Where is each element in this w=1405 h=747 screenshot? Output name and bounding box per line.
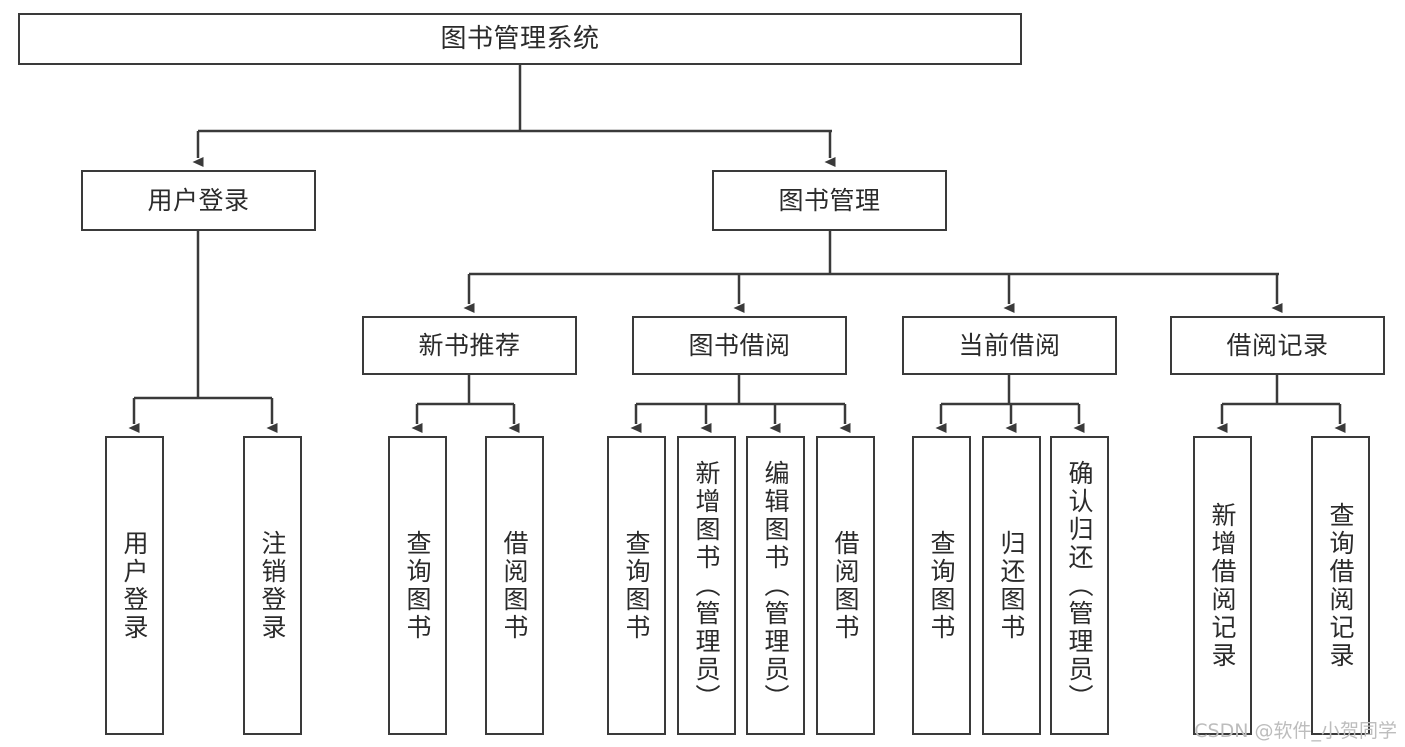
- node-leaf-return-book[interactable]: 归还图书: [982, 436, 1041, 735]
- node-label: 查询图书: [403, 529, 432, 642]
- watermark-text: CSDN @软件_小贺同学: [1194, 720, 1397, 742]
- node-label: 查询图书: [927, 529, 956, 642]
- node-leaf-user-login[interactable]: 用户登录: [105, 436, 164, 735]
- node-user-login[interactable]: 用户登录: [81, 170, 316, 231]
- node-label: 借阅记录: [1226, 330, 1329, 360]
- node-leaf-query-book-current[interactable]: 查询图书: [912, 436, 971, 735]
- node-label: 注销登录: [258, 529, 287, 642]
- node-label: 新书推荐: [418, 330, 521, 360]
- node-label: 确认归还（管理员）: [1065, 459, 1094, 712]
- node-leaf-add-borrow-record[interactable]: 新增借阅记录: [1193, 436, 1252, 735]
- node-borrowing-records[interactable]: 借阅记录: [1170, 316, 1385, 375]
- edge-book-mgmt-to-level3: [463, 231, 1283, 313]
- node-leaf-borrow-book-newbook[interactable]: 借阅图书: [485, 436, 544, 735]
- node-label: 归还图书: [997, 529, 1026, 642]
- edge-current-to-leaves: [935, 375, 1085, 433]
- node-label: 新增图书（管理员）: [692, 459, 721, 712]
- edge-new-book-to-leaves: [411, 375, 520, 433]
- node-label: 编辑图书（管理员）: [761, 459, 790, 712]
- node-new-book-recommendation[interactable]: 新书推荐: [362, 316, 577, 375]
- node-leaf-borrow-book[interactable]: 借阅图书: [816, 436, 875, 735]
- node-label: 新增借阅记录: [1208, 501, 1237, 670]
- node-label: 查询借阅记录: [1326, 501, 1355, 670]
- edge-records-to-leaves: [1216, 375, 1346, 433]
- node-root-book-management-system[interactable]: 图书管理系统: [18, 13, 1022, 65]
- node-label: 用户登录: [120, 529, 149, 642]
- edge-root-to-level2: [192, 65, 836, 167]
- node-label: 图书借阅: [688, 330, 791, 360]
- node-label: 借阅图书: [831, 529, 860, 642]
- node-leaf-query-book-newbook[interactable]: 查询图书: [388, 436, 447, 735]
- node-leaf-query-book-borrow[interactable]: 查询图书: [607, 436, 666, 735]
- node-leaf-confirm-return-admin[interactable]: 确认归还（管理员）: [1050, 436, 1109, 735]
- node-label: 借阅图书: [500, 529, 529, 642]
- node-label: 当前借阅: [958, 330, 1061, 360]
- node-leaf-query-borrow-record[interactable]: 查询借阅记录: [1311, 436, 1370, 735]
- node-label: 图书管理系统: [440, 23, 600, 54]
- node-label: 图书管理: [778, 185, 881, 215]
- node-label: 查询图书: [622, 529, 651, 642]
- node-label: 用户登录: [147, 185, 250, 215]
- node-leaf-add-book-admin[interactable]: 新增图书（管理员）: [677, 436, 736, 735]
- node-book-management[interactable]: 图书管理: [712, 170, 947, 231]
- node-leaf-logout[interactable]: 注销登录: [243, 436, 302, 735]
- edge-borrow-to-leaves: [630, 375, 851, 433]
- node-leaf-edit-book-admin[interactable]: 编辑图书（管理员）: [746, 436, 805, 735]
- node-book-borrowing[interactable]: 图书借阅: [632, 316, 847, 375]
- node-current-borrowing[interactable]: 当前借阅: [902, 316, 1117, 375]
- edge-user-login-to-leaves: [128, 231, 278, 433]
